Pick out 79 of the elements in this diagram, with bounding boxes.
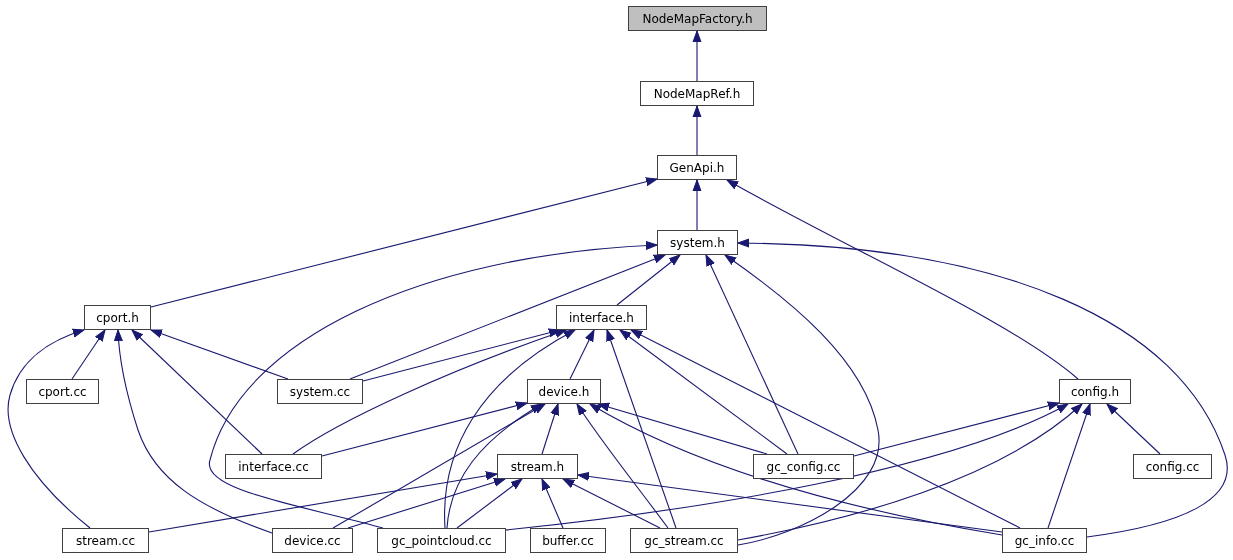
file-box <box>377 528 506 553</box>
file-box <box>556 305 647 330</box>
include-arrow <box>705 254 799 455</box>
include-arrow <box>692 105 702 156</box>
include-arrow <box>630 329 1021 529</box>
file-name: gc_pointcloud.cc <box>391 533 492 548</box>
include-arrow <box>724 254 880 546</box>
file-name: interface.h <box>569 310 634 325</box>
file-box <box>62 528 149 553</box>
file-box <box>640 81 754 106</box>
include-arrow <box>444 329 576 529</box>
include-arrow <box>853 401 1060 457</box>
include-arrow <box>576 403 669 529</box>
file-name: stream.cc <box>75 533 136 548</box>
include-arrow <box>616 254 681 306</box>
file-box <box>272 528 353 553</box>
include-arrow <box>150 329 289 380</box>
file-name: device.h <box>538 384 590 399</box>
include-arrow <box>347 477 506 529</box>
include-arrow <box>1106 403 1161 455</box>
include-arrow <box>569 329 595 380</box>
file-name: config.cc <box>1145 459 1200 474</box>
include-arrow <box>692 179 702 231</box>
include-arrow <box>114 329 273 534</box>
include-arrow <box>505 403 1069 531</box>
file-box <box>657 155 737 180</box>
file-name: stream.h <box>510 459 565 474</box>
file-name: buffer.cc <box>542 533 594 548</box>
file-box <box>26 379 99 404</box>
include-arrow <box>619 329 788 455</box>
include-arrow <box>71 329 106 380</box>
file-name: NodeMapRef.h <box>653 86 741 101</box>
file-box <box>1002 528 1087 553</box>
file-name: gc_config.cc <box>766 459 841 474</box>
include-arrow <box>349 254 666 380</box>
file-box <box>225 454 322 479</box>
file-box <box>530 528 606 553</box>
include-arrow <box>332 403 546 529</box>
file-box <box>277 379 363 404</box>
file-box <box>630 528 738 553</box>
include-arrow <box>597 402 768 455</box>
include-arrow <box>456 478 523 529</box>
include-arrow <box>148 471 498 533</box>
file-box <box>657 230 738 255</box>
file-box <box>84 305 151 330</box>
include-arrow <box>737 403 1083 541</box>
file-name: cport.cc <box>38 384 87 399</box>
include-arrow <box>292 329 567 455</box>
file-box <box>497 454 578 479</box>
file-box <box>1059 379 1131 404</box>
file-name: interface.cc <box>238 459 309 474</box>
file-name: gc_stream.cc <box>644 533 724 548</box>
include-arrow <box>692 30 702 82</box>
include-arrow <box>541 478 564 529</box>
include-arrow <box>131 329 263 455</box>
file-name: GenApi.h <box>669 160 725 175</box>
file-name: gc_info.cc <box>1014 533 1075 548</box>
include-arrow <box>321 401 528 457</box>
include-arrow <box>606 329 677 529</box>
include-arrow <box>1047 403 1091 529</box>
file-name: config.h <box>1070 384 1120 399</box>
include-arrow <box>562 478 661 529</box>
include-arrow <box>541 403 559 455</box>
file-name: NodeMapFactory.h <box>642 11 753 26</box>
include-arrow <box>589 403 1003 536</box>
file-name: cport.h <box>96 310 139 325</box>
file-name: system.h <box>670 235 725 250</box>
file-box <box>753 454 854 479</box>
file-box <box>1133 454 1212 479</box>
include-arrow <box>209 241 658 529</box>
file-name: device.cc <box>284 533 341 548</box>
include-arrow <box>737 238 1228 538</box>
file-name: system.cc <box>289 384 351 399</box>
include-arrow <box>726 179 1079 380</box>
include-arrow <box>150 177 658 308</box>
include-arrow <box>577 472 1003 533</box>
file-box <box>628 6 767 31</box>
file-box <box>527 379 601 404</box>
include-arrow <box>7 329 91 529</box>
